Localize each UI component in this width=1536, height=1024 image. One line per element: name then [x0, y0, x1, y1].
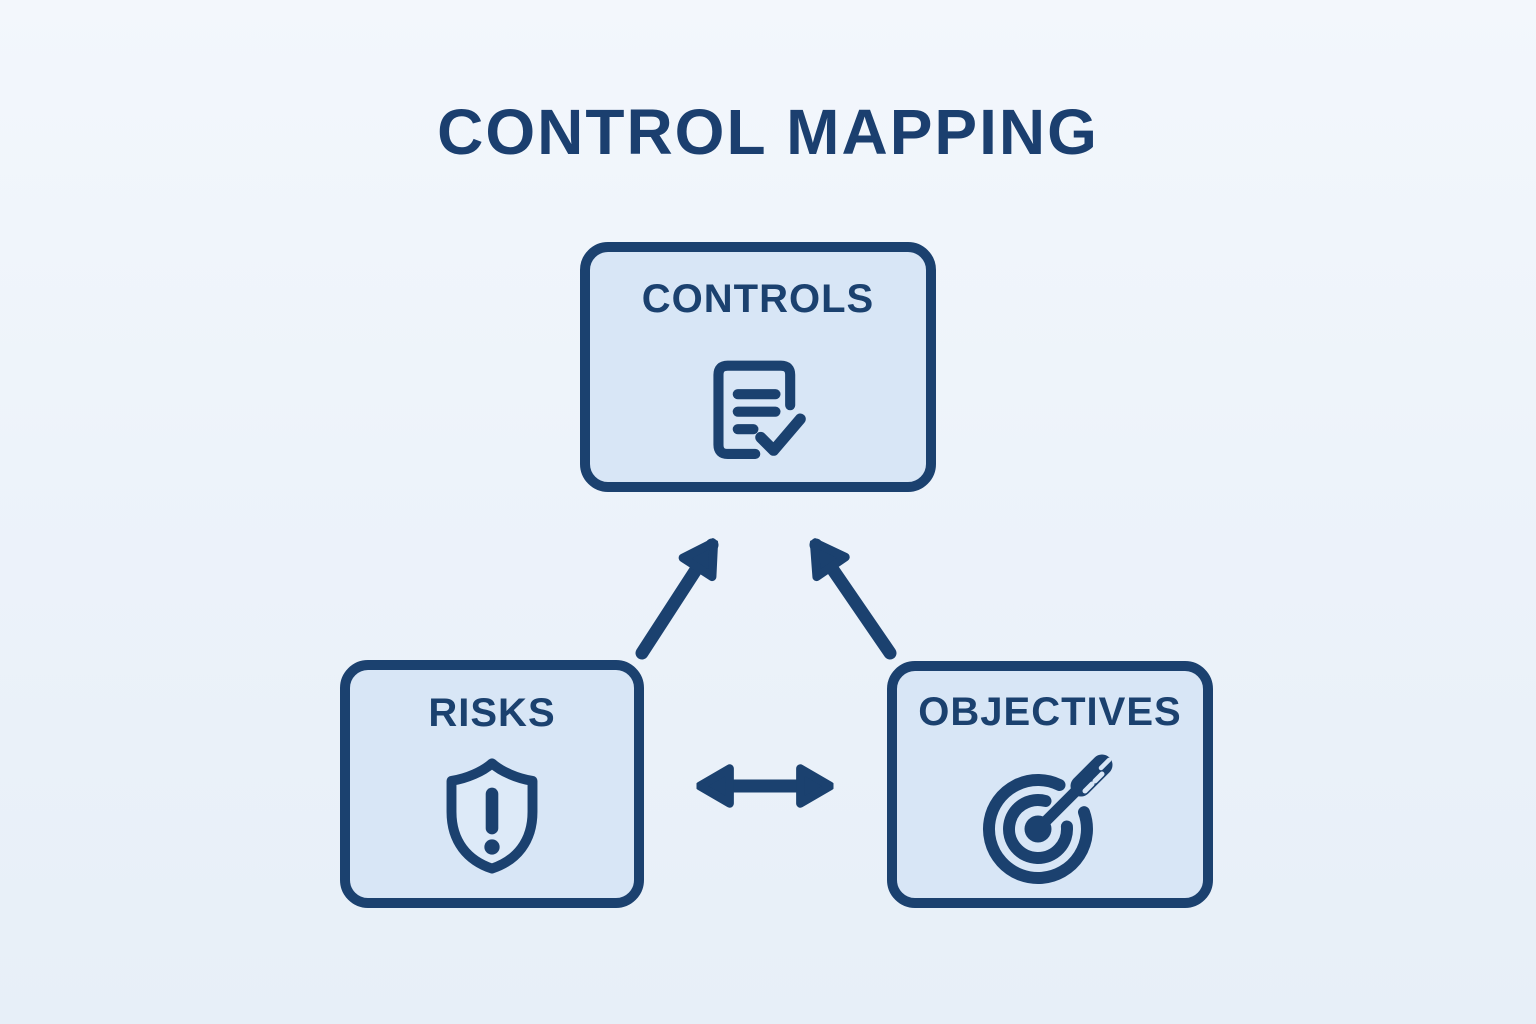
arrow-objectives-to-controls: [809, 545, 897, 660]
diagram-title: CONTROL MAPPING: [437, 96, 1099, 168]
shield-exclamation-icon: [446, 758, 538, 874]
node-objectives: OBJECTIVES: [887, 661, 1213, 908]
node-risks-label: RISKS: [428, 691, 556, 735]
node-risks: RISKS: [340, 660, 644, 908]
node-objectives-label: OBJECTIVES: [918, 690, 1182, 734]
node-controls: CONTROLS: [580, 242, 936, 492]
node-controls-label: CONTROLS: [641, 277, 875, 321]
arrow-risks-to-controls: [635, 545, 719, 660]
target-dart-icon: [983, 754, 1113, 884]
checklist-check-icon: [713, 360, 806, 460]
